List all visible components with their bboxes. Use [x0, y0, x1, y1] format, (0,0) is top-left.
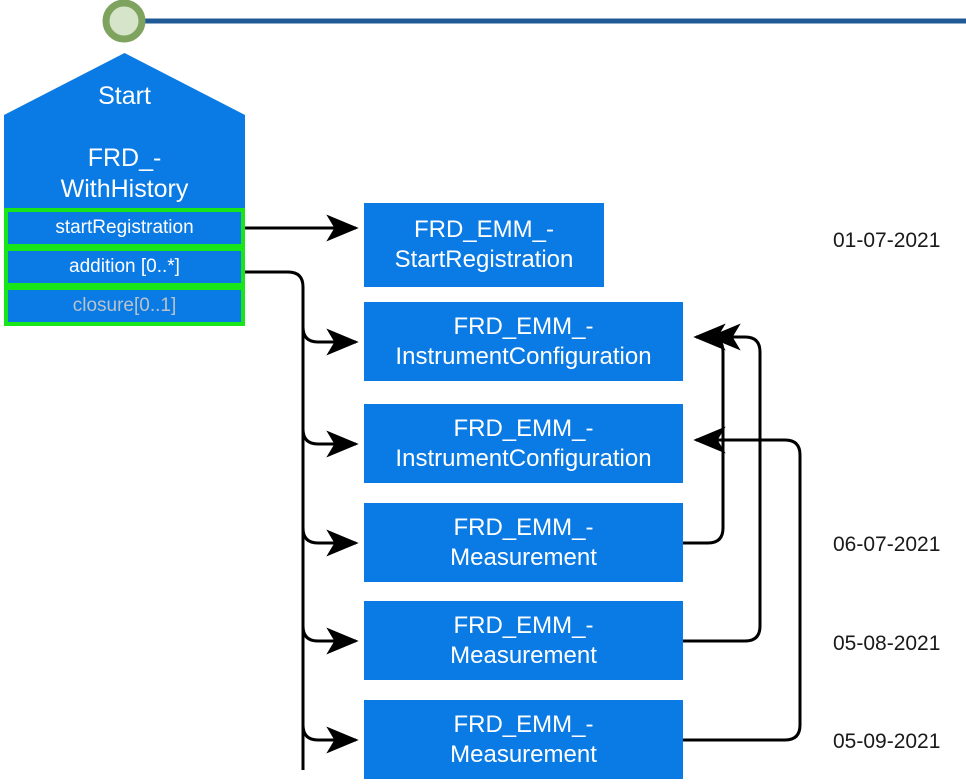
task-box-instrument-configuration-2[interactable]: FRD_EMM_- InstrumentConfiguration: [364, 404, 683, 483]
edge-trunk-to-box-6: [301, 724, 359, 754]
start-node-title: Start: [98, 82, 151, 110]
task-box-measurement-3[interactable]: FRD_EMM_- Measurement: [364, 700, 683, 779]
edge-measurement-2-to-config-1: [683, 323, 762, 643]
task-box-measurement-1[interactable]: FRD_EMM_- Measurement: [364, 503, 683, 582]
compartment-label: addition [0..*]: [69, 256, 180, 277]
date-label-start-registration: 01-07-2021: [833, 229, 941, 252]
task-box-instrument-configuration-1[interactable]: FRD_EMM_- InstrumentConfiguration: [364, 302, 683, 381]
edge-measurement-3-to-config-2: [683, 426, 802, 742]
edge-trunk-to-box-2: [301, 326, 359, 356]
compartment-addition[interactable]: addition [0..*]: [8, 251, 241, 283]
task-box-line2: Measurement: [450, 740, 597, 768]
task-box-line1: FRD_EMM_-: [413, 216, 554, 243]
task-box-line1: FRD_EMM_-: [453, 710, 594, 738]
task-box-line2: StartRegistration: [394, 246, 574, 273]
task-box-line1: FRD_EMM_-: [453, 312, 594, 340]
edge-addition-trunk: [243, 270, 305, 770]
task-box-line2: Measurement: [450, 543, 597, 571]
task-box-line2: InstrumentConfiguration: [395, 444, 652, 472]
task-box-line1: FRD_EMM_-: [453, 611, 594, 639]
compartment-label: closure[0..1]: [72, 295, 177, 316]
task-box-start-registration[interactable]: FRD_EMM_- StartRegistration: [364, 203, 604, 287]
date-label-measurement-3: 05-09-2021: [833, 730, 941, 753]
compartment-start-registration[interactable]: startRegistration: [8, 212, 241, 244]
start-node[interactable]: Start FRD_- WithHistory: [4, 53, 245, 208]
date-label-measurement-2: 05-08-2021: [833, 632, 941, 655]
edge-trunk-to-box-3: [301, 428, 359, 458]
compartment-group: startRegistration addition [0..*] closur…: [4, 208, 245, 326]
edge-trunk-to-box-5: [301, 625, 359, 655]
task-box-measurement-2[interactable]: FRD_EMM_- Measurement: [364, 601, 683, 680]
task-box-line1: FRD_EMM_-: [453, 414, 594, 442]
task-box-line2: Measurement: [450, 641, 597, 669]
task-box-line2: InstrumentConfiguration: [395, 342, 652, 370]
compartment-label: startRegistration: [55, 217, 194, 238]
edge-trunk-to-box-4: [301, 527, 359, 557]
start-node-subtitle: FRD_- WithHistory: [4, 143, 245, 205]
compartment-closure[interactable]: closure[0..1]: [8, 290, 241, 322]
start-circle-icon: [102, 0, 146, 43]
task-box-line1: FRD_EMM_-: [453, 513, 594, 541]
start-node-subtitle-line2: WithHistory: [60, 175, 189, 203]
date-label-measurement-1: 06-07-2021: [833, 533, 941, 556]
start-node-subtitle-line1: FRD_-: [87, 144, 162, 172]
